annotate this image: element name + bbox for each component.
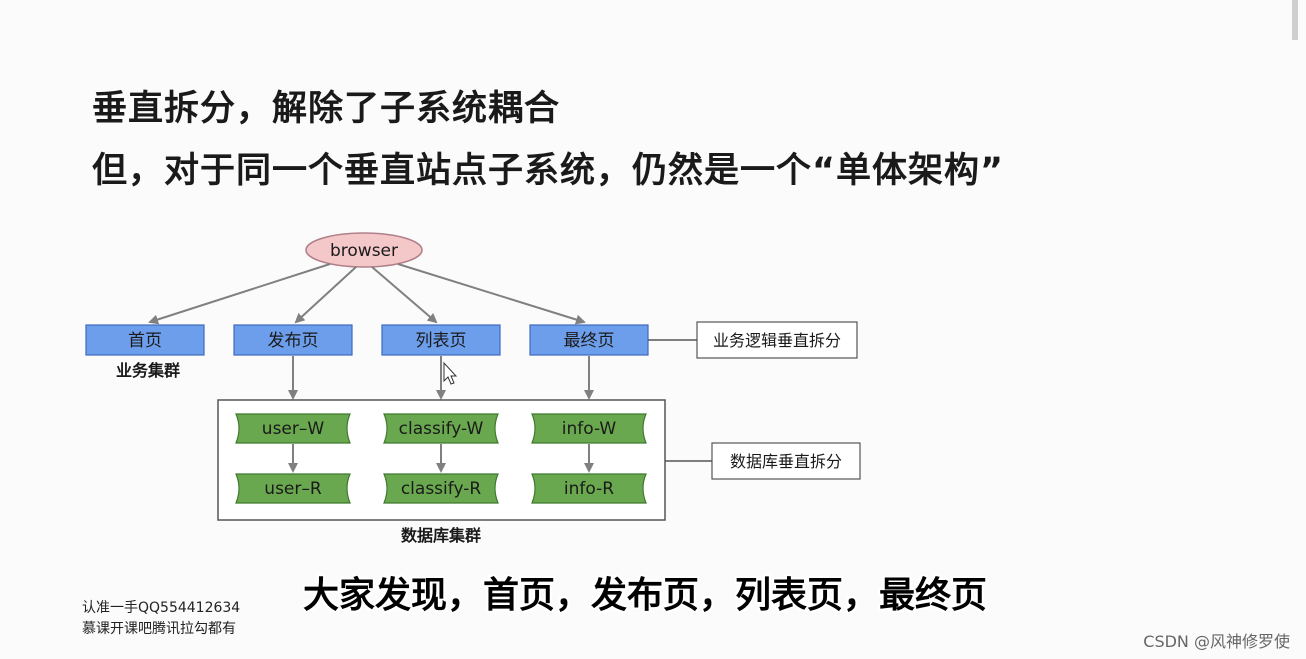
db-split-label: 数据库垂直拆分 bbox=[730, 452, 842, 471]
arrow-browser-to-list bbox=[371, 266, 438, 324]
db-split-box bbox=[711, 442, 861, 480]
watermark-line-1: 认准一手QQ554412634 bbox=[82, 600, 241, 616]
page-label-list: 列表页 bbox=[416, 331, 467, 351]
db-box-user-r bbox=[235, 473, 351, 504]
page-box-publish bbox=[233, 324, 353, 356]
page-label-home: 首页 bbox=[128, 331, 162, 351]
page-label-final: 最终页 bbox=[564, 331, 615, 351]
business-split-box bbox=[696, 321, 858, 359]
browser-label: browser bbox=[330, 241, 398, 261]
page-label-publish: 发布页 bbox=[268, 331, 319, 351]
video-caption: 大家发现，首页，发布页，列表页，最终页 bbox=[303, 575, 988, 616]
slide-title-line-1: 垂直拆分，解除了子系统耦合 bbox=[92, 89, 561, 129]
db-box-info-r bbox=[531, 473, 647, 504]
db-cluster-label: 数据库集群 bbox=[401, 526, 481, 545]
page-box-final bbox=[529, 324, 649, 356]
watermark-line-2: 慕课开课吧腾讯拉勾都有 bbox=[82, 621, 236, 637]
db-label-user-w: user–W bbox=[262, 419, 325, 439]
business-cluster-label: 业务集群 bbox=[116, 361, 180, 380]
db-label-classify-w: classify-W bbox=[399, 419, 484, 439]
db-box-user-w bbox=[235, 413, 351, 444]
db-label-user-r: user–R bbox=[264, 479, 322, 499]
arrow-browser-to-final bbox=[397, 263, 586, 325]
arrow-browser-to-home bbox=[148, 263, 331, 325]
db-label-classify-r: classify-R bbox=[401, 479, 482, 499]
mouse-cursor-icon bbox=[443, 361, 458, 385]
business-split-label: 业务逻辑垂直拆分 bbox=[713, 331, 841, 350]
db-label-info-w: info-W bbox=[562, 419, 617, 439]
page-box-list bbox=[381, 324, 501, 356]
scrollbar-thumb[interactable] bbox=[1292, 0, 1298, 40]
slide-title-line-2: 但，对于同一个垂直站点子系统，仍然是一个“单体架构” bbox=[92, 151, 1005, 191]
page-box-home bbox=[85, 324, 205, 356]
db-box-classify-r bbox=[383, 473, 499, 504]
db-box-classify-w bbox=[383, 413, 499, 444]
db-box-info-w bbox=[531, 413, 647, 444]
csdn-watermark: CSDN @风神修罗使 bbox=[1143, 632, 1290, 651]
browser-node bbox=[305, 232, 423, 268]
arrow-browser-to-publish bbox=[294, 266, 357, 324]
db-label-info-r: info-R bbox=[564, 479, 614, 499]
